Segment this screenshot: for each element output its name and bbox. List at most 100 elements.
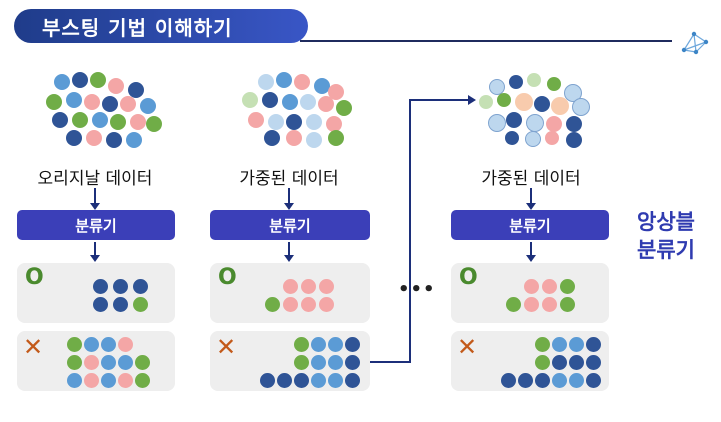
data-point-dot — [569, 355, 584, 370]
data-point-dot — [569, 337, 584, 352]
data-point-dot — [283, 279, 298, 294]
correct-mark: O — [459, 265, 478, 290]
data-point-dot — [67, 355, 82, 370]
page-title-text: 부스팅 기법 이해하기 — [42, 15, 233, 40]
data-point-dot — [318, 96, 334, 112]
data-point-dot — [534, 96, 550, 112]
classifier-label: 분류기 — [509, 216, 551, 235]
data-point-dot — [52, 112, 68, 128]
wrong-mark: ✕ — [23, 333, 44, 361]
correct-box-1: O — [17, 263, 175, 323]
data-point-dot — [294, 355, 309, 370]
data-point-dot — [345, 355, 360, 370]
data-point-dot — [262, 92, 278, 108]
data-point-dot — [118, 373, 133, 388]
data-point-dot — [311, 337, 326, 352]
data-point-dot — [314, 78, 330, 94]
data-point-dot — [265, 297, 280, 312]
data-point-dot — [560, 297, 575, 312]
data-point-dot — [128, 82, 144, 98]
data-point-dot — [268, 114, 284, 130]
data-point-dot — [535, 373, 550, 388]
data-point-dot — [258, 74, 274, 90]
wrong-box-3: ✕ — [451, 331, 609, 391]
data-point-dot — [248, 112, 264, 128]
data-point-dot — [497, 93, 511, 107]
data-point-dot — [84, 355, 99, 370]
network-logo-icon — [681, 31, 709, 55]
data-point-dot — [535, 337, 550, 352]
data-point-dot — [300, 94, 316, 110]
data-point-dot — [552, 337, 567, 352]
classifier-box-1: 분류기 — [17, 210, 175, 240]
original-data-cluster — [42, 72, 192, 162]
data-point-dot — [92, 112, 108, 128]
connector-arrow — [370, 95, 476, 363]
data-point-dot — [110, 114, 126, 130]
data-point-dot — [72, 72, 88, 88]
data-point-dot — [118, 337, 133, 352]
data-point-dot — [515, 93, 533, 111]
data-point-dot — [501, 373, 516, 388]
data-point-dot — [551, 97, 569, 115]
data-point-dot — [546, 116, 562, 132]
data-point-dot — [552, 373, 567, 388]
data-point-dot — [566, 132, 582, 148]
data-point-dot — [506, 112, 522, 128]
data-point-dot — [101, 337, 116, 352]
data-point-dot — [66, 130, 82, 146]
data-point-dot — [509, 75, 523, 89]
data-point-dot — [328, 130, 344, 146]
data-point-dot — [133, 279, 148, 294]
data-point-dot — [101, 373, 116, 388]
data-point-dot — [84, 373, 99, 388]
weighted-data-cluster-2 — [478, 72, 628, 162]
data-point-dot — [542, 297, 557, 312]
classifier-label: 분류기 — [269, 216, 311, 235]
data-point-dot — [328, 84, 344, 100]
wrong-mark: ✕ — [216, 333, 237, 361]
data-point-dot — [306, 132, 322, 148]
data-point-dot — [84, 94, 100, 110]
data-point-dot — [560, 279, 575, 294]
data-point-dot — [566, 116, 582, 132]
data-point-dot — [326, 116, 342, 132]
data-point-dot — [108, 78, 124, 94]
data-point-dot — [488, 114, 506, 132]
data-point-dot — [277, 373, 292, 388]
data-point-dot — [545, 131, 559, 145]
data-point-dot — [54, 74, 70, 90]
data-point-dot — [301, 279, 316, 294]
arrow-down — [90, 188, 100, 210]
data-point-dot — [46, 94, 62, 110]
data-point-dot — [518, 373, 533, 388]
data-point-dot — [118, 355, 133, 370]
data-point-dot — [506, 297, 521, 312]
data-point-dot — [328, 337, 343, 352]
data-point-dot — [527, 73, 541, 87]
weighted-data-label-2: 가중된 데이터 — [481, 169, 581, 189]
data-point-dot — [586, 337, 601, 352]
arrow-down — [90, 242, 100, 262]
data-point-dot — [301, 297, 316, 312]
ensemble-classifier-label: 앙상블 분류기 — [620, 208, 712, 264]
data-point-dot — [146, 116, 162, 132]
data-point-dot — [525, 131, 541, 147]
data-point-dot — [526, 114, 544, 132]
data-point-dot — [345, 337, 360, 352]
data-point-dot — [67, 373, 82, 388]
wrong-box-1: ✕ — [17, 331, 175, 391]
data-point-dot — [586, 373, 601, 388]
ensemble-label-line1: 앙상블 — [637, 210, 695, 234]
data-point-dot — [276, 72, 292, 88]
data-point-dot — [311, 373, 326, 388]
data-point-dot — [283, 297, 298, 312]
data-point-dot — [130, 114, 146, 130]
data-point-dot — [135, 373, 150, 388]
data-point-dot — [93, 297, 108, 312]
data-point-dot — [479, 95, 493, 109]
arrow-down — [526, 188, 536, 210]
data-point-dot — [66, 92, 82, 108]
data-point-dot — [260, 373, 275, 388]
data-point-dot — [101, 355, 116, 370]
